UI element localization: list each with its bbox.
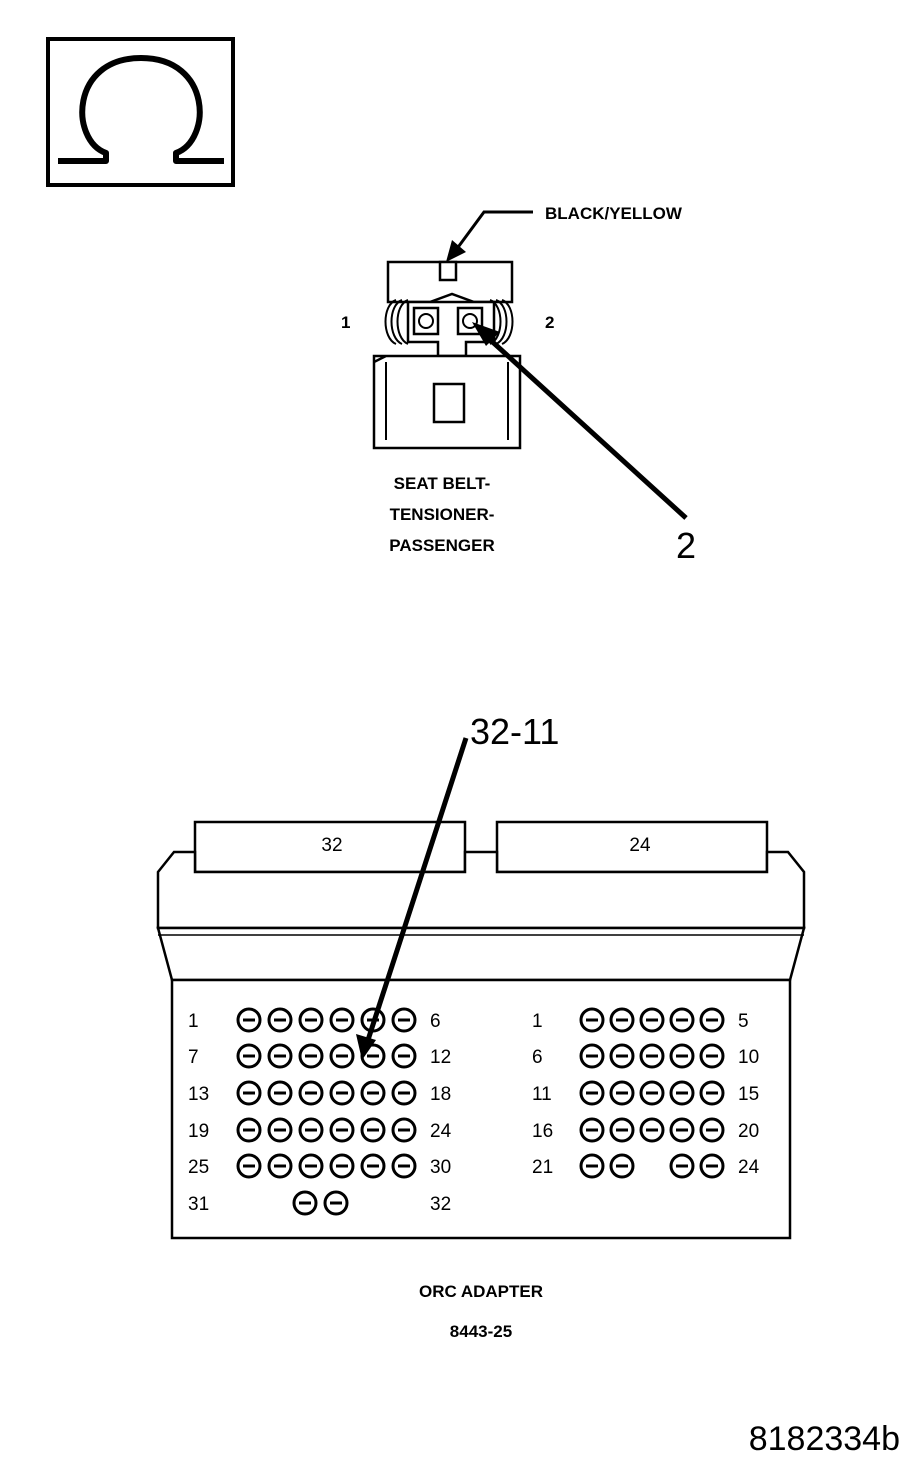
right-header-label: 24 <box>629 835 651 856</box>
orc-adapter: 32-11 32 24 1 6 7 12 13 18 19 24 25 30 3… <box>156 711 806 1341</box>
pin-2-callout-arrowhead <box>472 322 500 346</box>
left-latch <box>384 299 409 345</box>
left-row-2-start: 7 <box>188 1047 199 1068</box>
right-row-1-end: 5 <box>738 1011 749 1032</box>
connector-lock-window <box>432 382 466 424</box>
right-row-3-start: 11 <box>532 1084 552 1105</box>
right-row-2-start: 6 <box>532 1047 543 1068</box>
left-row-5-end: 30 <box>430 1157 451 1178</box>
figure-id: 8182334b <box>749 1420 900 1458</box>
adapter-top-shell <box>156 850 806 930</box>
right-pin-circles <box>579 1007 725 1179</box>
connector-top-housing <box>386 260 514 304</box>
pin-1-cavity <box>412 306 440 336</box>
left-row-6-end: 32 <box>430 1194 451 1215</box>
left-row-3-end: 18 <box>430 1084 451 1105</box>
left-header-label: 32 <box>321 835 342 856</box>
adapter-name-line-2: 8443-25 <box>450 1322 512 1341</box>
right-row-5-end: 24 <box>738 1157 760 1178</box>
adapter-name-line-1: ORC ADAPTER <box>419 1282 543 1301</box>
right-row-1-start: 1 <box>532 1011 543 1032</box>
right-pin-block: 1 5 6 10 11 15 16 20 21 24 <box>532 1007 760 1179</box>
connector-name-line-1: SEAT BELT- <box>394 474 491 493</box>
left-pin-circles <box>236 1007 417 1216</box>
connector-name-line-2: TENSIONER- <box>390 505 495 524</box>
left-row-5-start: 25 <box>188 1157 209 1178</box>
adapter-mid-shell <box>156 926 806 982</box>
left-header-plug <box>193 820 467 874</box>
pin-2-callout-leader <box>484 334 688 520</box>
right-header-plug <box>495 820 769 874</box>
left-pin-block: 1 6 7 12 13 18 19 24 25 30 31 32 <box>188 1007 452 1216</box>
pin-1-terminal <box>418 313 434 329</box>
left-row-1-end: 6 <box>430 1011 441 1032</box>
ohm-symbol-frame <box>46 37 235 187</box>
pin-1-label: 1 <box>341 313 350 332</box>
right-row-5-start: 21 <box>532 1157 553 1178</box>
left-row-4-end: 24 <box>430 1121 452 1142</box>
right-row-4-start: 16 <box>532 1121 553 1142</box>
left-row-3-start: 13 <box>188 1084 209 1105</box>
ohm-icon <box>58 55 224 164</box>
right-row-4-end: 20 <box>738 1121 759 1142</box>
pin-2-label: 2 <box>545 313 554 332</box>
adapter-pin-face <box>170 978 792 1240</box>
ohm-symbol <box>46 37 235 187</box>
tensioner-connector: BLACK/YELLOW 1 2 SEAT BELT- TENSIONER- P… <box>341 204 696 566</box>
right-row-2-end: 10 <box>738 1047 759 1068</box>
wire-color-leader <box>454 210 533 251</box>
adapter-callout-label: 32-11 <box>470 711 559 752</box>
adapter-callout-arrowhead <box>356 1034 376 1060</box>
left-row-2-end: 12 <box>430 1047 451 1068</box>
right-row-3-end: 15 <box>738 1084 759 1105</box>
left-row-4-start: 19 <box>188 1121 209 1142</box>
pin-2-terminal <box>462 313 478 329</box>
connector-top-terminal <box>438 260 458 282</box>
wire-color-label: BLACK/YELLOW <box>545 204 683 223</box>
connector-name-line-3: PASSENGER <box>389 536 495 555</box>
pin-2-callout-label: 2 <box>676 525 696 566</box>
adapter-callout-leader <box>365 737 469 1041</box>
wire-color-arrowhead <box>446 240 466 262</box>
left-row-1-start: 1 <box>188 1011 199 1032</box>
left-row-6-start: 31 <box>188 1194 209 1215</box>
